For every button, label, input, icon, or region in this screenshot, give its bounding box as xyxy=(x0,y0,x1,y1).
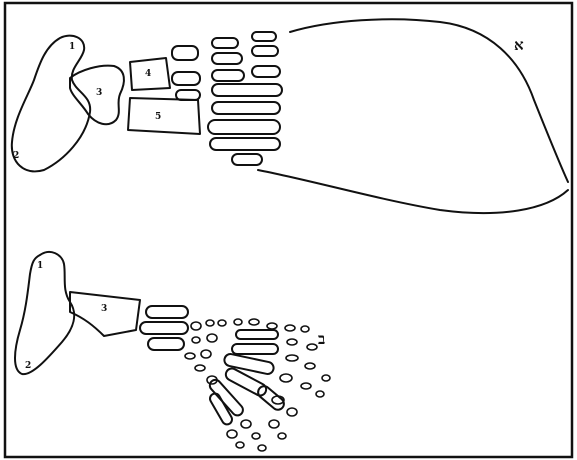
bottom-ossicle xyxy=(241,420,251,428)
top-ray-segment xyxy=(252,46,278,56)
bottom-ray-segment xyxy=(223,353,274,375)
top-ray-segment xyxy=(212,53,242,64)
bottom-ossicle xyxy=(148,338,184,350)
bottom-ossicle xyxy=(206,320,214,326)
top-ray-segment xyxy=(210,138,280,150)
top-bone-5 xyxy=(128,98,200,134)
bottom-ossicle xyxy=(201,350,211,358)
bottom-ossicle xyxy=(218,320,226,326)
top-bone-1-2 xyxy=(12,36,90,172)
bottom-ossicle xyxy=(146,306,188,318)
bottom-ossicle xyxy=(301,383,311,389)
top-label-5: 5 xyxy=(155,112,161,122)
top-ray-segment xyxy=(212,70,244,81)
bottom-ossicle xyxy=(258,445,266,451)
bottom-label-3: 3 xyxy=(101,304,107,314)
top-label-4: 4 xyxy=(145,69,151,79)
top-label-1: 1 xyxy=(69,42,75,52)
bottom-ray-segment xyxy=(236,330,278,339)
bottom-ossicle xyxy=(185,353,195,359)
top-fin-outline xyxy=(290,19,568,182)
top-ray-segment xyxy=(252,32,276,41)
bottom-ossicle xyxy=(285,325,295,331)
bottom-bone-3 xyxy=(70,292,140,336)
bottom-ossicle xyxy=(195,365,205,371)
bottom-ray-segment xyxy=(256,384,287,412)
top-label-2: 2 xyxy=(13,151,19,161)
bottom-fin: 1 2 3 ב xyxy=(15,252,330,451)
top-ray-segment xyxy=(232,154,262,165)
top-ray-segment xyxy=(208,120,280,134)
bottom-ossicle xyxy=(280,374,292,382)
bottom-label-2: 2 xyxy=(25,361,31,371)
bottom-ossicle xyxy=(301,326,309,332)
top-fin-outline-lower xyxy=(258,170,568,213)
bottom-ossicle xyxy=(234,319,242,325)
bottom-ossicle xyxy=(227,430,237,438)
bottom-ossicle xyxy=(249,319,259,325)
bottom-ossicle xyxy=(267,323,277,329)
top-label-3: 3 xyxy=(96,88,102,98)
bottom-ossicle xyxy=(322,375,330,381)
bottom-ossicle xyxy=(278,433,286,439)
bottom-figure-label: ב xyxy=(318,330,325,348)
bottom-label-1: 1 xyxy=(37,261,43,271)
bottom-ossicle xyxy=(305,363,315,369)
bottom-ossicle xyxy=(252,433,260,439)
figure-frame xyxy=(5,3,572,457)
top-ossicle xyxy=(172,46,198,60)
bottom-ossicle xyxy=(286,355,298,361)
bottom-ossicle xyxy=(316,391,324,397)
bottom-ossicle xyxy=(307,344,317,350)
top-ossicle xyxy=(172,72,200,85)
top-fin: 1 2 3 4 5 א xyxy=(12,19,568,213)
bottom-ossicle xyxy=(192,337,200,343)
bottom-ossicle xyxy=(207,334,217,342)
bottom-ossicle xyxy=(191,322,201,330)
bottom-ossicle xyxy=(236,442,244,448)
top-ray-segment xyxy=(212,38,238,48)
bottom-bone-1-2 xyxy=(15,252,74,374)
bottom-ossicle xyxy=(140,322,188,334)
top-ray-segment xyxy=(212,84,282,96)
top-figure-label: א xyxy=(514,36,524,54)
bottom-ossicle xyxy=(269,420,279,428)
bottom-ossicle xyxy=(287,408,297,416)
top-ray-segment xyxy=(212,102,280,114)
top-ray-segment xyxy=(252,66,280,77)
bottom-ray-segment xyxy=(232,344,278,354)
bottom-ossicle xyxy=(287,339,297,345)
